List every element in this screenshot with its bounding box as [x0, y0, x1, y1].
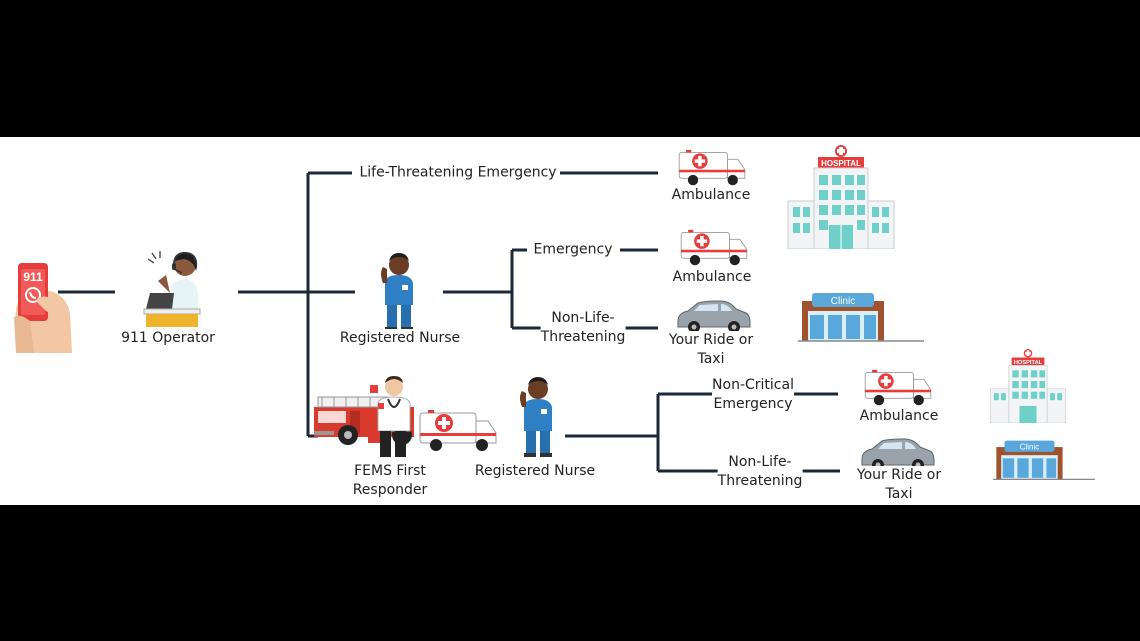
- ambulance-label: Ambulance: [671, 186, 751, 205]
- operator-label: 911 Operator: [121, 329, 215, 348]
- ambulance-icon: [680, 229, 748, 266]
- operator-icon: [143, 251, 201, 327]
- hospital-icon: HOSPITAL: [787, 145, 895, 249]
- clinic-icon: Clinic: [798, 293, 924, 342]
- phone-screen-text: 911: [23, 270, 43, 284]
- life-threatening-label: Life-Threatening Emergency: [359, 163, 557, 183]
- clinic-sign-text: Clinic: [1020, 443, 1040, 452]
- ambulance-label: Ambulance: [672, 268, 752, 287]
- clinic-sign-text: Clinic: [831, 296, 855, 307]
- nurse-icon: [520, 377, 552, 457]
- hospital-icon: HOSPITAL: [989, 349, 1067, 423]
- ambulance-icon: [864, 369, 932, 406]
- care-pathway-diagram: 911: [0, 137, 1140, 505]
- car-icon: [677, 300, 751, 333]
- nurse-icon: [381, 253, 413, 331]
- nurse-label: Registered Nurse: [339, 329, 461, 348]
- non-life-threatening-label: Non-Life-Threatening: [717, 453, 803, 491]
- emergency-label: Emergency: [533, 240, 613, 260]
- non-life-threatening-label: Non-Life-Threatening: [540, 309, 626, 347]
- clinic-icon: Clinic: [993, 440, 1095, 480]
- hospital-sign-text: HOSPITAL: [821, 159, 861, 168]
- nurse-label: Registered Nurse: [474, 462, 596, 481]
- first-responder-icon: [368, 376, 411, 457]
- ambulance-label: Ambulance: [859, 407, 939, 426]
- phone-call-icon: 911: [14, 263, 73, 353]
- hospital-sign-text: HOSPITAL: [1014, 360, 1043, 366]
- ambulance-icon: [678, 149, 746, 186]
- ambulance-icon: [419, 410, 497, 451]
